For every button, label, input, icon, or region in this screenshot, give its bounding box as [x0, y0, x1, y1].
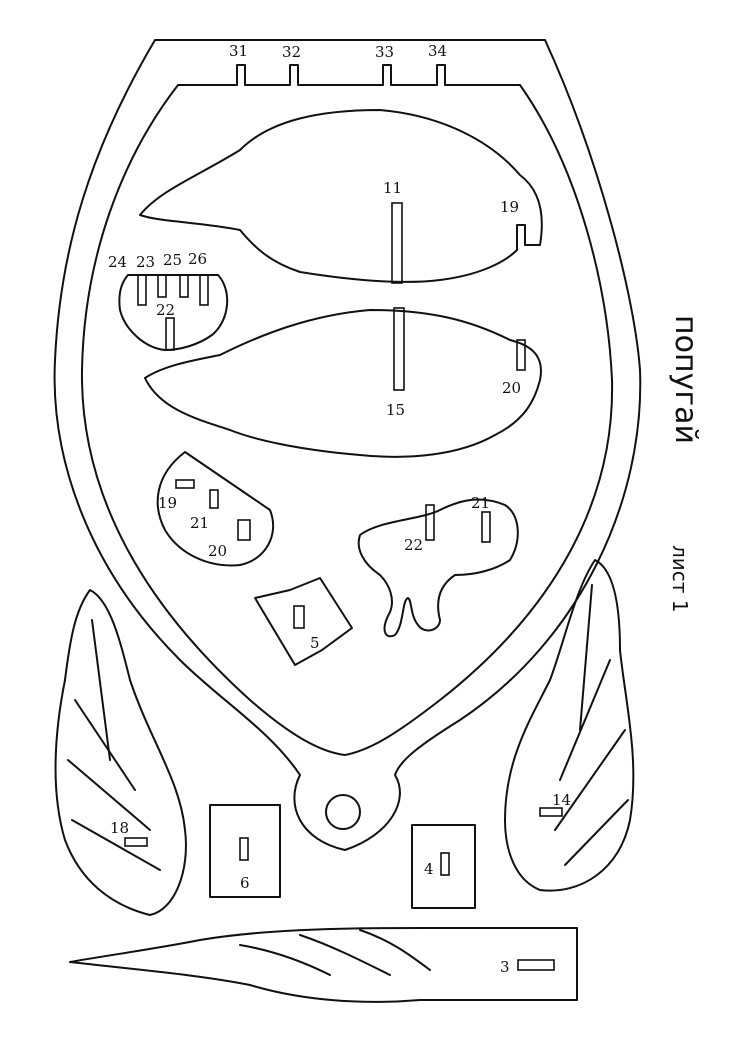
- label-34: 34: [428, 42, 447, 60]
- sheet-title: попугай: [668, 315, 703, 444]
- label-24: 24: [108, 253, 127, 271]
- piece-22-21-body: [357, 498, 519, 638]
- piece-3-tail: [69, 927, 578, 1003]
- sheet-number: лист 1: [668, 545, 692, 613]
- piece-5: [254, 577, 353, 666]
- label-25: 25: [163, 251, 182, 269]
- label-23: 23: [136, 253, 155, 271]
- label-21-mid: 21: [190, 514, 209, 532]
- label-31: 31: [229, 42, 248, 60]
- label-5: 5: [310, 634, 320, 652]
- hanging-ring-hole: [325, 794, 361, 830]
- piece-14-wing: [504, 559, 635, 892]
- label-15: 15: [386, 401, 405, 419]
- piece-19-21-20: [156, 451, 275, 567]
- label-4: 4: [424, 860, 434, 878]
- label-19-mid: 19: [158, 494, 177, 512]
- piece-18-wing: [54, 589, 187, 916]
- label-22-body: 22: [404, 536, 423, 554]
- label-3: 3: [500, 958, 510, 976]
- label-19-top: 19: [500, 198, 519, 216]
- piece-22-small: [118, 274, 229, 351]
- frame-piece: [53, 39, 642, 851]
- piece-4: [411, 824, 476, 909]
- label-26: 26: [188, 250, 207, 268]
- label-33: 33: [375, 43, 394, 61]
- piece-6: [209, 804, 281, 898]
- label-20-right: 20: [502, 379, 521, 397]
- label-11: 11: [383, 179, 402, 197]
- label-22-small: 22: [156, 301, 175, 319]
- piece-15: [144, 307, 542, 458]
- label-6: 6: [240, 874, 250, 892]
- label-32: 32: [282, 43, 301, 61]
- label-14: 14: [552, 791, 571, 809]
- label-21-body: 21: [471, 494, 490, 512]
- label-20-mid: 20: [208, 542, 227, 560]
- part-number-labels: 31 32 33 34 11 19 24 23 25 26 22 15 20 1…: [108, 42, 571, 976]
- piece-11: [139, 109, 543, 284]
- label-18: 18: [110, 819, 129, 837]
